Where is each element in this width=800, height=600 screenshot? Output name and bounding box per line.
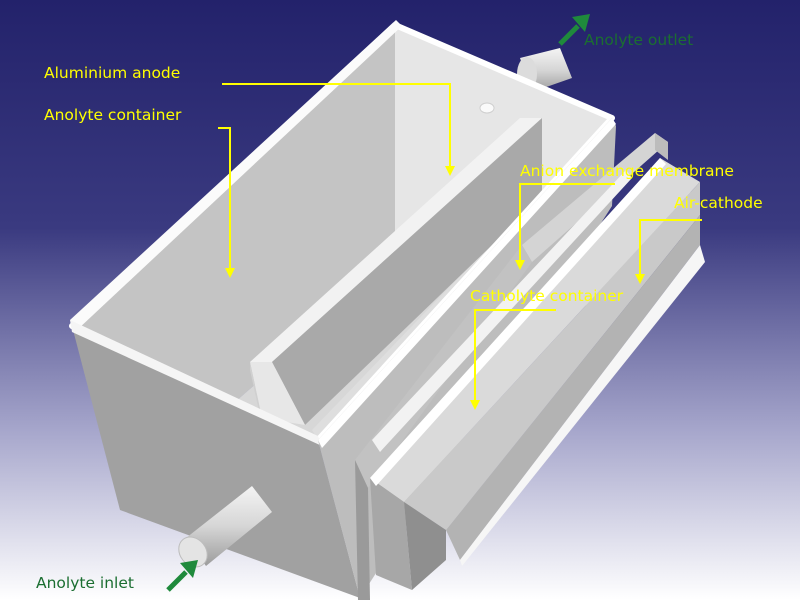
label-anolyte-outlet: Anolyte outlet [584,31,693,49]
label-air-cathode: Air-cathode [674,194,763,212]
leader-air-cathode [639,219,702,276]
arrowhead-air-cathode [635,274,645,284]
leader-lines [218,83,702,410]
arrowhead-catholyte-container [470,400,480,410]
catholyte-container-model [370,158,705,590]
leader-aluminium-anode [222,83,451,168]
label-anolyte-inlet: Anolyte inlet [36,574,134,592]
arrowhead-membrane [515,260,525,270]
outlet-arrow-icon [558,14,590,46]
arrowhead-anolyte-container [225,268,235,278]
leader-catholyte-container [474,309,556,402]
leader-membrane [519,183,615,262]
inlet-pipe [178,486,272,568]
aluminium-anode-plate [250,118,542,425]
label-anion-exchange-membrane: Anion exchange membrane [520,162,734,180]
label-catholyte-container: Catholyte container [470,287,624,305]
arrowhead-aluminium-anode [445,166,455,176]
label-aluminium-anode: Aluminium anode [44,64,180,82]
leader-anolyte-container [218,127,231,270]
inlet-arrow-icon [166,560,198,592]
label-anolyte-container: Anolyte container [44,106,182,124]
